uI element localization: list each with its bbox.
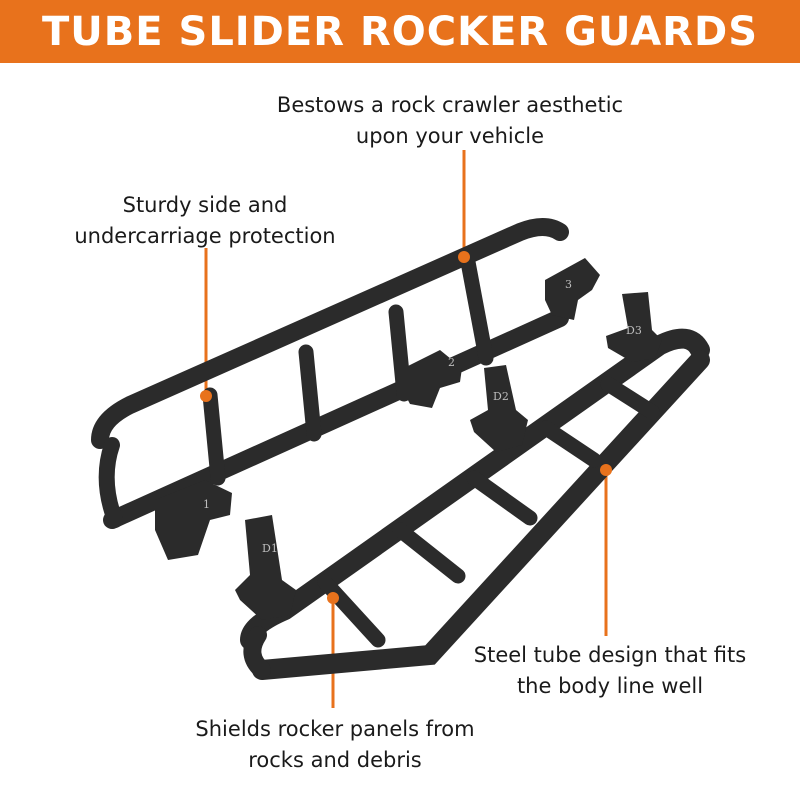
bracket-label-d2: D2 — [493, 390, 509, 403]
bracket-label-d3: D3 — [626, 324, 642, 337]
pointer-dot-steel-tube — [600, 464, 612, 476]
callout-protection: Sturdy side and undercarriage protection — [40, 190, 370, 252]
upper-slider — [91, 218, 569, 529]
callout-aesthetic-line-2: upon your vehicle — [355, 124, 545, 148]
lower-bracket-labels: D1 D2 D3 — [262, 324, 642, 555]
bracket-d3 — [606, 292, 662, 362]
bracket-d2 — [470, 365, 528, 452]
lower-bottom-tube — [252, 350, 710, 680]
bracket-label-3: 3 — [565, 278, 572, 291]
bracket-label-1: 1 — [203, 498, 210, 511]
callout-protection-line-1: Sturdy side and — [122, 193, 288, 217]
upper-rung-4 — [460, 254, 494, 366]
bracket-d1 — [235, 515, 296, 620]
pointer-dots — [200, 251, 612, 604]
bracket-label-2: 2 — [448, 356, 455, 369]
bracket-3 — [545, 258, 600, 320]
upper-end-tube — [98, 437, 123, 528]
callout-shields-line-2: rocks and debris — [248, 748, 422, 772]
callout-steel-tube: Steel tube design that fits the body lin… — [440, 640, 780, 702]
pointer-dot-aesthetic — [458, 251, 470, 263]
callout-shields-line-1: Shields rocker panels from — [195, 717, 475, 741]
lower-slider — [240, 328, 710, 680]
upper-bracket-labels: 1 2 3 — [203, 278, 572, 511]
lower-rung-2 — [392, 522, 466, 584]
callout-steel-tube-line-2: the body line well — [516, 674, 704, 698]
bracket-1 — [155, 480, 232, 560]
lower-rung-3 — [466, 470, 538, 526]
pointer-dot-shields — [327, 592, 339, 604]
upper-rung-2 — [298, 344, 322, 442]
callout-shields: Shields rocker panels from rocks and deb… — [160, 714, 510, 776]
lower-rung-4 — [538, 420, 602, 468]
callout-aesthetic-line-1: Bestows a rock crawler aesthetic — [276, 93, 624, 117]
lower-rung-5 — [600, 376, 660, 420]
callout-aesthetic: Bestows a rock crawler aesthetic upon yo… — [230, 90, 670, 152]
title-banner: TUBE SLIDER ROCKER GUARDS — [0, 0, 800, 63]
page-title: TUBE SLIDER ROCKER GUARDS — [42, 8, 758, 55]
bracket-2 — [400, 350, 462, 408]
callout-steel-tube-line-1: Steel tube design that fits — [473, 643, 747, 667]
lower-rung-1 — [317, 574, 386, 648]
bracket-label-d1: D1 — [262, 542, 278, 555]
callout-protection-line-2: undercarriage protection — [74, 224, 336, 248]
upper-rung-1 — [202, 387, 226, 486]
lower-end-tube — [243, 626, 271, 679]
upper-top-tube — [91, 218, 569, 449]
pointer-lines — [204, 150, 608, 708]
upper-brackets — [155, 258, 600, 560]
lower-brackets — [235, 292, 662, 620]
pointer-dot-protection — [200, 390, 212, 402]
